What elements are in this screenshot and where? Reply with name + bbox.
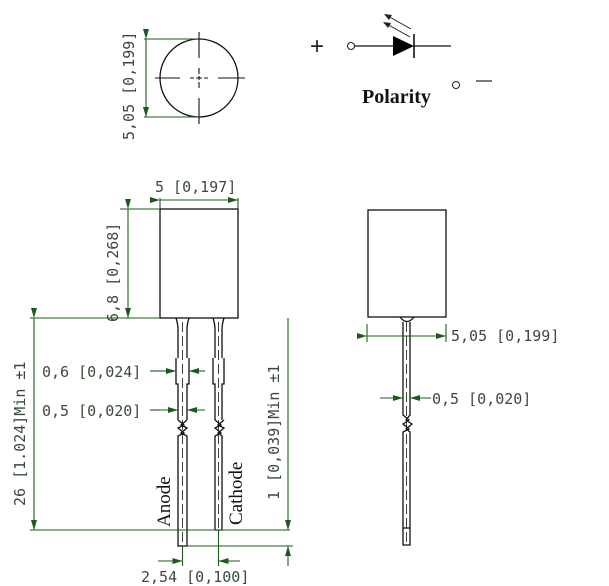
body-width-label: 5 [0,197] bbox=[155, 178, 236, 196]
side-width-label: 5,05 [0,199] bbox=[451, 327, 559, 345]
anode-terminal-icon bbox=[346, 41, 356, 51]
diameter-label: 5,05 [0,199] bbox=[120, 32, 138, 140]
lead-length-label: 26 [1.024]Min ±1 bbox=[11, 362, 29, 507]
anode-label: Anode bbox=[154, 476, 175, 527]
anode-lead bbox=[175, 317, 190, 547]
plus-sign: + bbox=[310, 33, 324, 60]
lead-width-wide-label: 0,6 [0,024] bbox=[42, 363, 141, 381]
cathode-lead bbox=[212, 317, 226, 531]
lead-width-narrow-label: 0,5 [0,020] bbox=[42, 402, 141, 420]
side-view: 5,05 [0,199] 0,5 [0,020] bbox=[357, 209, 559, 546]
body-height-label: 6,8 [0,268] bbox=[104, 223, 122, 322]
side-lead bbox=[401, 322, 414, 546]
polarity-label: Polarity bbox=[362, 86, 431, 108]
light-arrows-icon bbox=[383, 14, 412, 38]
cathode-terminal-icon bbox=[452, 81, 460, 89]
led-body bbox=[159, 208, 239, 319]
diode-triangle-icon bbox=[393, 36, 414, 56]
polarity-symbol: + Polarity bbox=[310, 14, 492, 108]
top-view: 5,05 [0,199] bbox=[120, 29, 245, 140]
front-view: 5 [0,197] 6,8 [0,268] 0,6 [0,024] 0,5 bbox=[11, 178, 293, 586]
pitch-label: 2,54 [0,100] bbox=[141, 568, 249, 586]
lead-offset-label: 1 [0,039]Min ±1 bbox=[265, 365, 283, 500]
cathode-label: Cathode bbox=[226, 462, 247, 525]
led-body-side bbox=[367, 209, 447, 318]
side-lead-width-label: 0,5 [0,020] bbox=[432, 390, 531, 408]
